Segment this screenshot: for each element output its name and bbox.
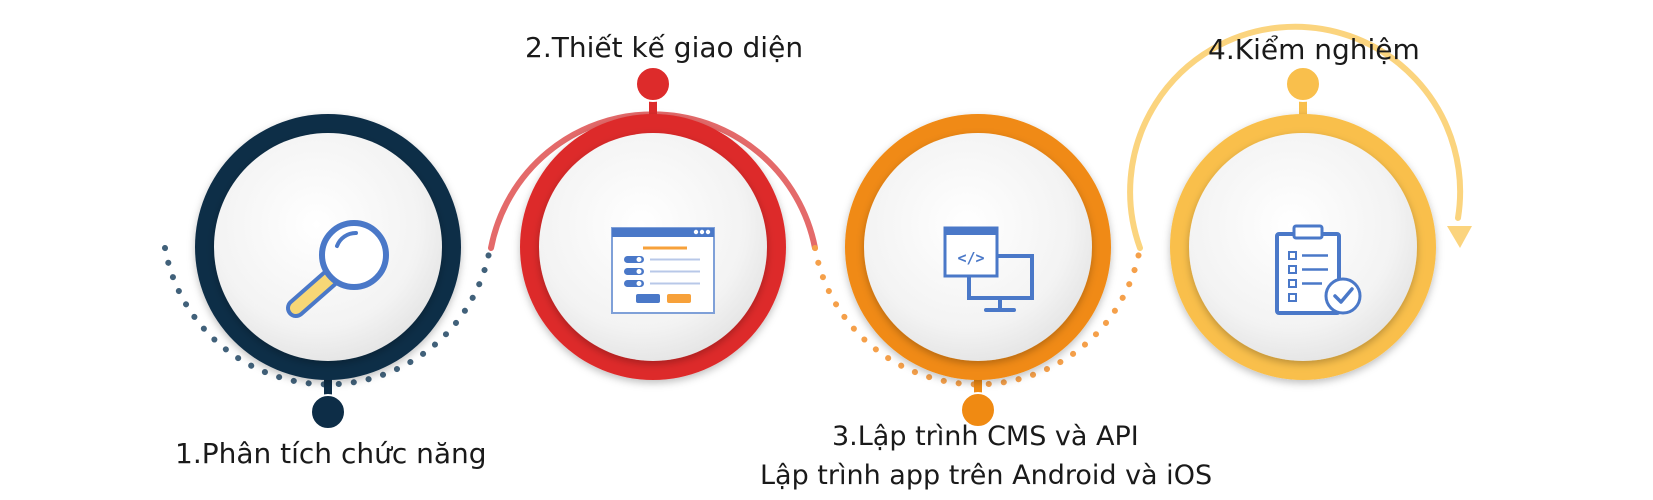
step-3-label: 3.Lập trình CMS và API — [832, 421, 1139, 452]
step-3-label-line2: Lập trình app trên Android và iOS — [760, 460, 1213, 491]
step-2-label: 2.Thiết kế giao diện — [525, 31, 804, 64]
step-4-label: 4.Kiểm nghiệm — [1208, 33, 1420, 66]
ui-layout-icon — [611, 227, 715, 314]
step-1-connector — [324, 370, 332, 404]
step-1-label: 1.Phân tích chức năng — [175, 437, 487, 470]
step-3-connector — [974, 370, 982, 404]
step-4-outer-arc — [1127, 23, 1464, 251]
clipboard-check-icon — [1275, 224, 1362, 315]
step-4-node — [1285, 66, 1321, 102]
step-1-node — [310, 394, 346, 430]
step-2-node — [635, 66, 671, 102]
magnifier-icon — [286, 220, 389, 318]
step-4 — [1127, 23, 1472, 380]
step-2-connector — [649, 86, 657, 120]
step-3-dotted-arc — [812, 245, 1143, 388]
step-4-arrowhead — [1447, 226, 1472, 248]
step-3-node — [960, 392, 996, 428]
step-3: </> — [812, 114, 1143, 428]
step-1 — [162, 114, 493, 430]
step-4-connector — [1299, 86, 1307, 120]
svg-text:</>: </> — [957, 249, 984, 267]
step-1-dotted-arc — [162, 245, 493, 388]
code-monitor-icon: </> — [943, 226, 1034, 312]
step-2 — [488, 66, 818, 380]
